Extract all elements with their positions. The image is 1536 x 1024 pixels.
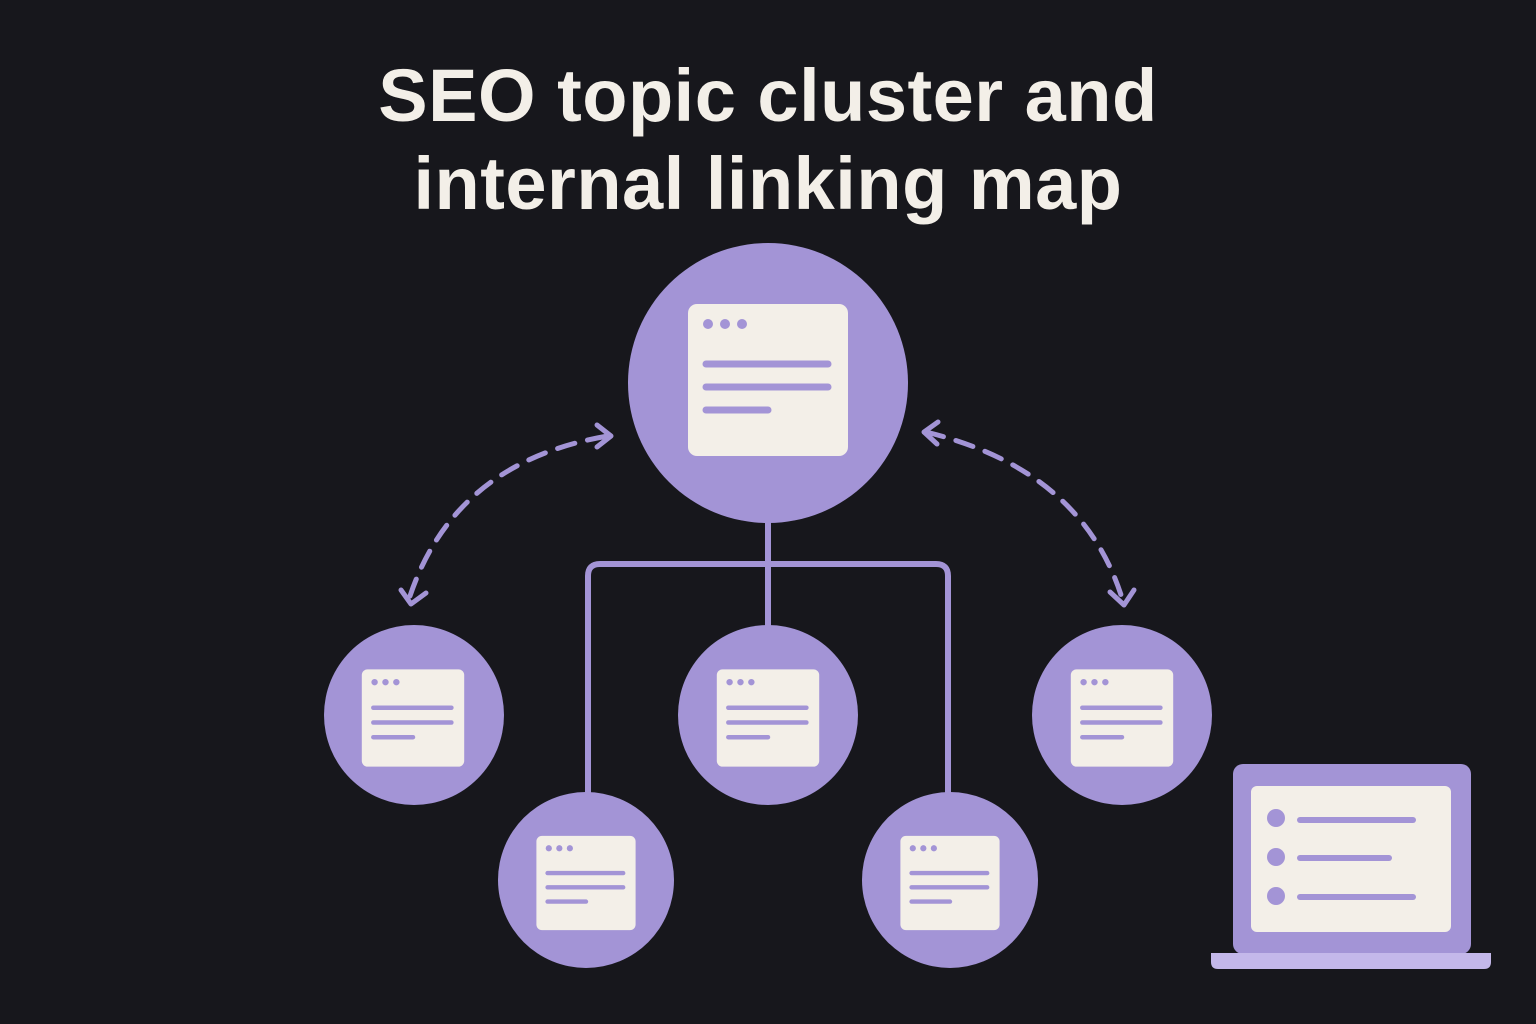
webpage-icon	[1071, 669, 1173, 766]
laptop-icon	[1211, 764, 1491, 969]
webpage-icon	[536, 836, 635, 930]
webpage-icon	[717, 669, 819, 766]
connector-branch	[585, 561, 951, 803]
dashed-link-left	[398, 422, 614, 607]
title-line-1: SEO topic cluster and	[378, 54, 1158, 137]
cluster-page-node-center[interactable]	[678, 625, 858, 805]
title-line-2: internal linking map	[413, 142, 1123, 225]
webpage-icon	[688, 304, 848, 456]
cluster-page-node-bottom-right[interactable]	[862, 792, 1038, 968]
cluster-page-node-left[interactable]	[324, 625, 504, 805]
webpage-icon	[362, 669, 464, 766]
tree-connectors	[585, 517, 951, 803]
dashed-link-right	[921, 419, 1137, 608]
cluster-page-node-right[interactable]	[1032, 625, 1212, 805]
cluster-page-node-bottom-left[interactable]	[498, 792, 674, 968]
webpage-icon	[900, 836, 999, 930]
pillar-page-node[interactable]	[628, 243, 908, 523]
page-title: SEO topic cluster and internal linking m…	[0, 52, 1536, 228]
